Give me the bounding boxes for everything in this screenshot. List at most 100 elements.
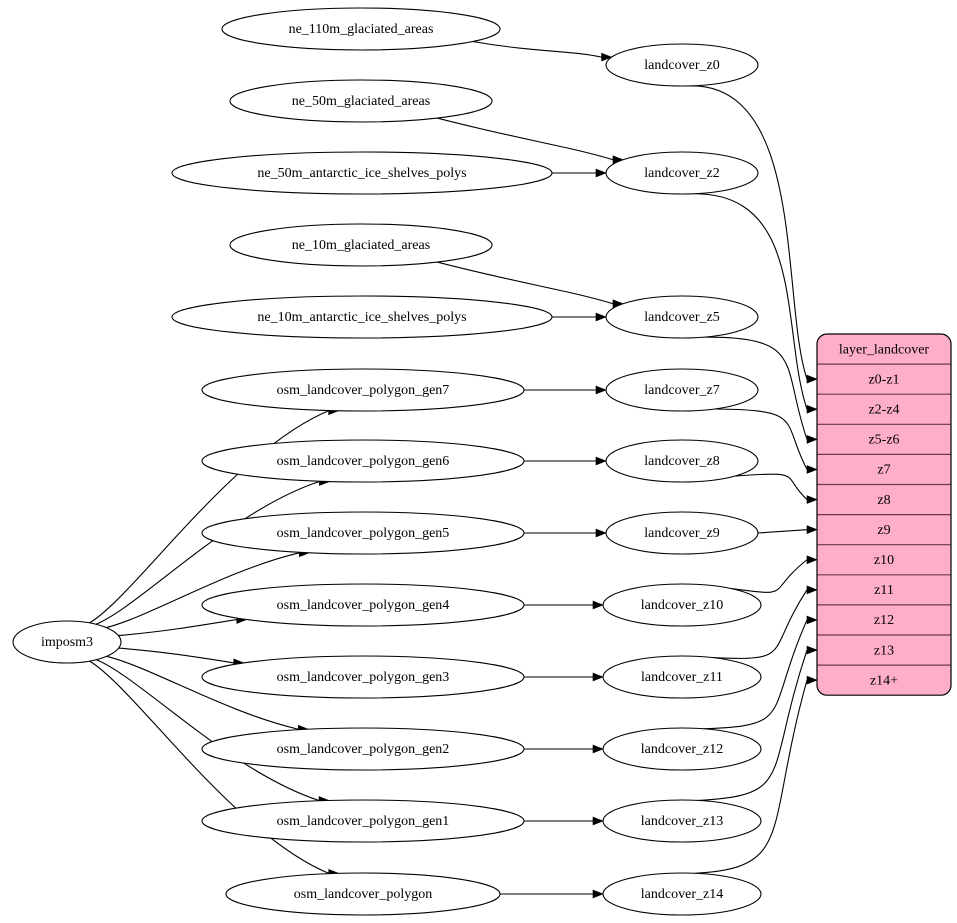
node-label: osm_landcover_polygon (294, 887, 432, 902)
edge-imposm3-to-osm_landcover_polygon_gen2 (106, 655, 299, 730)
node-imposm3[interactable]: imposm3 (12, 620, 122, 664)
node-ellipse-landcover (605, 151, 759, 195)
edge-landcover_z14-to-table-z14+ (695, 680, 808, 874)
edge-landcover_z2-to-table-z2-z4 (693, 193, 808, 410)
node-label: landcover_z8 (644, 454, 719, 469)
table-header-label: layer_landcover (839, 342, 930, 357)
node-ne_50m_antarctic_ice_shelves_polys[interactable]: ne_50m_antarctic_ice_shelves_polys (171, 151, 553, 195)
node-osm_landcover_polygon_gen6[interactable]: osm_landcover_polygon_gen6 (201, 439, 525, 483)
edge-arrowhead (806, 374, 818, 384)
edge-arrowhead (806, 495, 818, 504)
node-label: ne_10m_glaciated_areas (292, 238, 430, 253)
node-label: ne_110m_glaciated_areas (289, 22, 434, 37)
node-landcover_z12[interactable]: landcover_z12 (602, 727, 762, 771)
node-ellipse-osm (201, 727, 525, 771)
edge-arrowhead (806, 615, 818, 625)
node-landcover_z8[interactable]: landcover_z8 (605, 439, 759, 483)
edge-imposm3-to-osm_landcover_polygon_gen5 (106, 552, 300, 629)
table-outline (816, 333, 952, 696)
node-label: ne_50m_glaciated_areas (292, 94, 430, 109)
edge-arrowhead (595, 312, 607, 322)
table-cell-label: z7 (877, 463, 890, 478)
node-ellipse-landcover (605, 295, 759, 339)
node-label: landcover_z12 (641, 742, 723, 757)
node-label: osm_landcover_polygon_gen6 (277, 454, 450, 469)
node-osm_landcover_polygon_gen3[interactable]: osm_landcover_polygon_gen3 (201, 655, 525, 699)
node-ellipse-osm (201, 439, 525, 483)
node-landcover_z0[interactable]: landcover_z0 (605, 43, 759, 87)
node-osm_landcover_polygon_gen2[interactable]: osm_landcover_polygon_gen2 (201, 727, 525, 771)
edge-arrowhead (806, 555, 818, 565)
edge-arrowhead (595, 385, 607, 395)
node-ne_110m_glaciated_areas[interactable]: ne_110m_glaciated_areas (221, 7, 501, 51)
node-osm_landcover_polygon_gen5[interactable]: osm_landcover_polygon_gen5 (201, 511, 525, 555)
node-label: imposm3 (41, 635, 93, 650)
edge-landcover_z8-to-table-z8 (734, 473, 808, 500)
edge-imposm3-to-osm_landcover_polygon_gen1 (96, 659, 320, 801)
edges-layer (89, 40, 818, 899)
node-landcover_z9[interactable]: landcover_z9 (605, 511, 759, 555)
edge-arrowhead (595, 168, 607, 178)
node-landcover_z14[interactable]: landcover_z14 (602, 872, 762, 916)
node-ellipse-landcover (602, 872, 762, 916)
node-ellipse-natural-earth (229, 79, 493, 123)
node-ellipse-osm (201, 799, 525, 843)
node-ellipse-osm (201, 511, 525, 555)
edge-arrowhead (601, 52, 613, 62)
node-ellipse-landcover (605, 368, 759, 412)
node-landcover_z11[interactable]: landcover_z11 (602, 655, 762, 699)
edge-landcover_z10-to-table-z10 (731, 559, 808, 593)
edge-arrowhead (595, 528, 607, 538)
node-ellipse-osm (201, 583, 525, 627)
edge-arrowhead (806, 465, 818, 474)
node-ellipse-natural-earth (171, 151, 553, 195)
edge-landcover_z12-to-table-z12 (703, 619, 808, 730)
node-label: landcover_z2 (644, 166, 719, 181)
edge-landcover_z11-to-table-z11 (712, 589, 808, 659)
table-cell-label: z8 (877, 493, 890, 508)
node-label: ne_10m_antarctic_ice_shelves_polys (257, 310, 466, 325)
edge-arrowhead (592, 672, 604, 682)
node-osm_landcover_polygon_gen7[interactable]: osm_landcover_polygon_gen7 (201, 368, 525, 412)
edge-imposm3-to-osm_landcover_polygon (89, 660, 329, 874)
node-label: osm_landcover_polygon_gen4 (277, 598, 450, 613)
node-ne_10m_antarctic_ice_shelves_polys[interactable]: ne_10m_antarctic_ice_shelves_polys (171, 295, 553, 339)
table-cell-label: z14+ (870, 673, 898, 688)
edge-ne_110m_glaciated_areas-to-landcover_z0 (472, 40, 602, 58)
table-cell-label: z13 (874, 643, 894, 658)
node-ellipse-natural-earth (171, 295, 553, 339)
node-landcover_z2[interactable]: landcover_z2 (605, 151, 759, 195)
node-ne_10m_glaciated_areas[interactable]: ne_10m_glaciated_areas (229, 223, 493, 267)
edge-imposm3-to-osm_landcover_polygon_gen3 (118, 647, 234, 664)
node-osm_landcover_polygon_gen1[interactable]: osm_landcover_polygon_gen1 (201, 799, 525, 843)
node-label: landcover_z10 (641, 598, 723, 613)
edge-arrowhead (806, 525, 818, 534)
node-ellipse-natural-earth (221, 7, 501, 51)
node-ellipse-osm (225, 872, 501, 916)
edge-arrowhead (592, 744, 604, 754)
node-ne_50m_glaciated_areas[interactable]: ne_50m_glaciated_areas (229, 79, 493, 123)
node-ellipse-osm (201, 655, 525, 699)
node-osm_landcover_polygon_gen4[interactable]: osm_landcover_polygon_gen4 (201, 583, 525, 627)
node-landcover_z10[interactable]: landcover_z10 (602, 583, 762, 627)
table-cell-label: z11 (874, 583, 894, 598)
layer-landcover-table[interactable]: layer_landcoverz0-z1z2-z4z5-z6z7z8z9z10z… (816, 333, 952, 696)
node-landcover_z13[interactable]: landcover_z13 (602, 799, 762, 843)
nodes-layer: imposm3 ne_110m_glaciated_areas ne_50m_gla… (12, 7, 762, 916)
edge-arrowhead (592, 816, 604, 826)
node-label: osm_landcover_polygon_gen7 (277, 383, 450, 398)
node-ellipse-landcover (602, 583, 762, 627)
edge-landcover_z9-to-table-z9 (757, 529, 808, 534)
node-osm_landcover_polygon[interactable]: osm_landcover_polygon (225, 872, 501, 916)
node-label: landcover_z13 (641, 814, 723, 829)
node-label: osm_landcover_polygon_gen5 (277, 526, 450, 541)
edge-arrowhead (592, 889, 604, 899)
node-label: ne_50m_antarctic_ice_shelves_polys (257, 166, 466, 181)
edge-imposm3-to-osm_landcover_polygon_gen4 (118, 618, 237, 637)
node-landcover_z7[interactable]: landcover_z7 (605, 368, 759, 412)
node-landcover_z5[interactable]: landcover_z5 (605, 295, 759, 339)
node-label: landcover_z7 (644, 383, 719, 398)
edge-arrowhead (806, 645, 818, 655)
table-cell-label: z0-z1 (868, 372, 899, 387)
